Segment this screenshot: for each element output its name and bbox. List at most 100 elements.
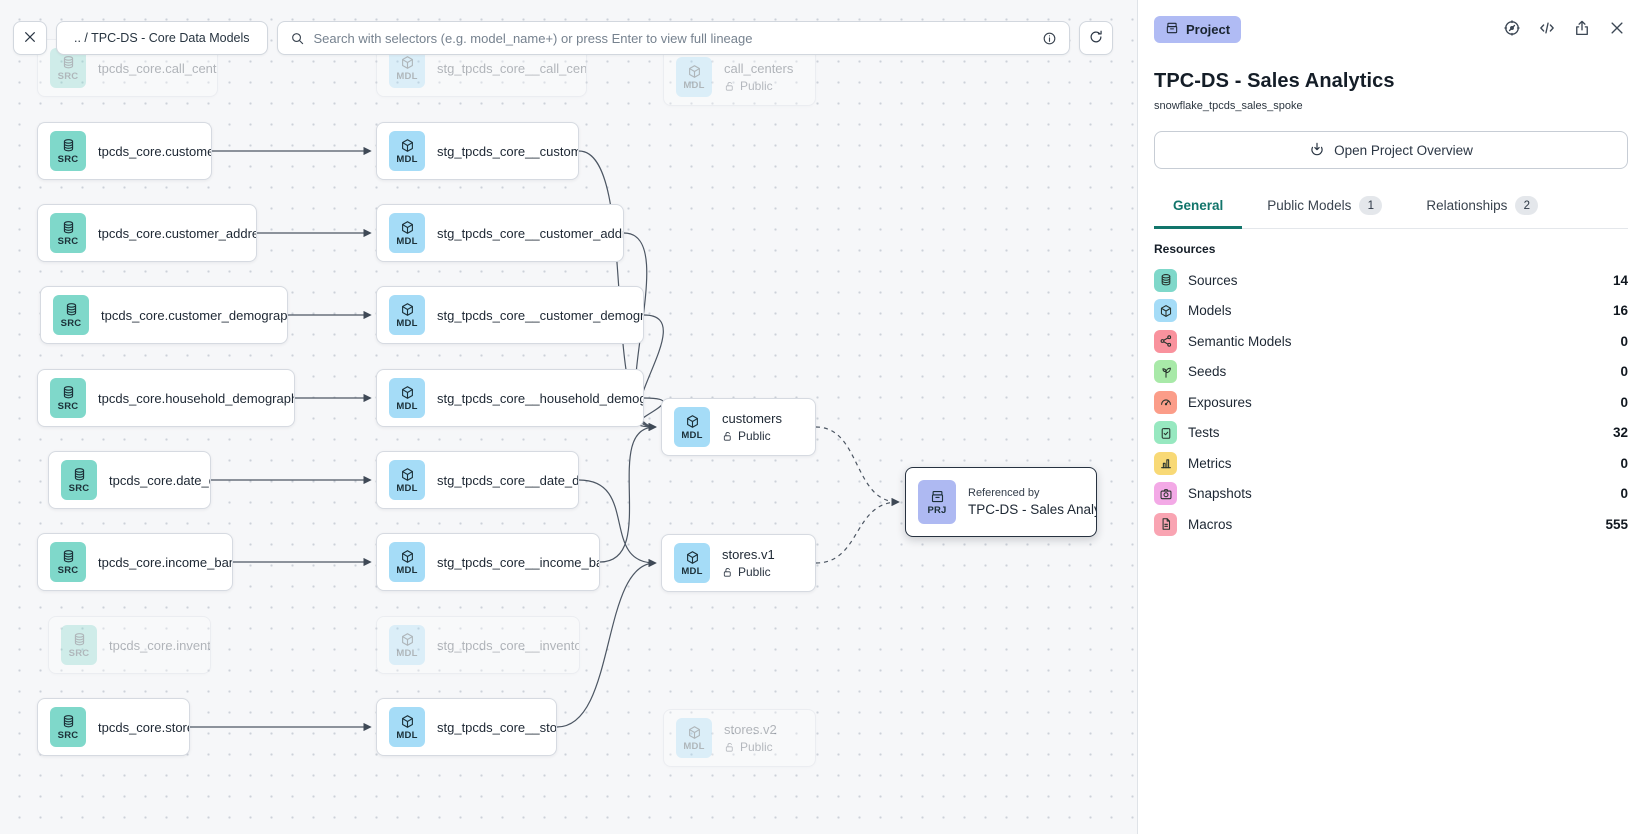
node-text: stg_tpcds_core__income_band xyxy=(437,554,600,570)
resource-label: Macros xyxy=(1188,516,1233,532)
source-icon: SRC xyxy=(61,460,97,500)
tab-public-models[interactable]: Public Models 1 xyxy=(1248,186,1401,229)
source-icon: SRC xyxy=(50,378,86,418)
lineage-node-mdl-inventory[interactable]: MDL stg_tpcds_core__inventory xyxy=(376,616,580,674)
node-label: stg_tpcds_core__date_dim xyxy=(437,472,579,488)
node-label: stg_tpcds_core__household_demogr… xyxy=(437,390,644,406)
lineage-node-mdl-date-dim[interactable]: MDL stg_tpcds_core__date_dim xyxy=(376,451,579,509)
lock-open-icon xyxy=(722,567,733,578)
explore-lineage-button[interactable] xyxy=(1501,18,1523,40)
project-details-panel: Project TPC-DS - Sales Analytics snowfla… xyxy=(1138,0,1648,834)
panel-actions xyxy=(1501,18,1628,40)
node-text: stg_tpcds_core__call_center xyxy=(437,61,586,76)
tab-count-badge: 2 xyxy=(1515,196,1539,215)
node-label: stores.v2 xyxy=(724,722,777,737)
project-type-badge: Project xyxy=(1154,16,1242,43)
search-input[interactable] xyxy=(313,30,1033,46)
referenced-by-label: Referenced by xyxy=(968,487,1040,499)
node-label: tpcds_core.customer xyxy=(98,143,212,159)
open-project-overview-button[interactable]: Open Project Overview xyxy=(1154,131,1628,169)
node-label: stg_tpcds_core__customer_demogra… xyxy=(437,307,644,323)
node-label: tpcds_core.inventory xyxy=(109,637,211,653)
resource-count: 0 xyxy=(1620,486,1628,502)
camera-icon xyxy=(1154,482,1177,506)
project-badge-label: Project xyxy=(1186,22,1231,37)
node-text: tpcds_core.household_demographics xyxy=(98,391,294,406)
tab-general[interactable]: General xyxy=(1154,186,1243,229)
model-icon: MDL xyxy=(389,131,425,171)
node-text: stg_tpcds_core__date_dim xyxy=(437,472,579,488)
bar-chart-icon xyxy=(1154,451,1177,475)
info-icon[interactable] xyxy=(1042,31,1057,46)
close-panel-button[interactable] xyxy=(1606,18,1628,40)
node-text: stg_tpcds_core__customer_address xyxy=(437,226,623,241)
node-text: stg_tpcds_core__inventory xyxy=(437,638,579,653)
node-label: tpcds_core.income_band xyxy=(98,554,233,570)
model-icon: MDL xyxy=(389,625,425,665)
breadcrumb[interactable]: .. / TPC-DS - Core Data Models xyxy=(56,21,268,55)
resource-label: Exposures xyxy=(1188,394,1252,410)
resource-count: 0 xyxy=(1620,455,1628,471)
view-code-button[interactable] xyxy=(1536,18,1558,40)
resource-label: Metrics xyxy=(1188,455,1232,471)
resource-count: 16 xyxy=(1612,303,1628,319)
share-button[interactable] xyxy=(1571,18,1593,40)
source-icon: SRC xyxy=(50,707,86,747)
resource-row-metrics[interactable]: Metrics 0 xyxy=(1154,448,1628,479)
seed-icon xyxy=(1154,360,1177,384)
node-label: stg_tpcds_core__customer xyxy=(437,143,579,159)
close-icon xyxy=(1608,19,1626,40)
file-icon xyxy=(1154,512,1177,536)
public-access-label: Public xyxy=(724,79,793,93)
project-icon: PRJ xyxy=(918,480,956,524)
model-icon: MDL xyxy=(389,378,425,418)
lineage-node-mdl-income-band[interactable]: MDL stg_tpcds_core__income_band xyxy=(376,533,600,591)
lineage-node-mdl-customer[interactable]: MDL stg_tpcds_core__customer xyxy=(376,122,579,180)
node-text: tpcds_core.call_center xyxy=(98,61,217,76)
source-icon: SRC xyxy=(53,295,89,335)
tab-count-badge: 1 xyxy=(1359,196,1383,215)
node-label: stg_tpcds_core__income_band xyxy=(437,554,600,570)
tab-label: Public Models xyxy=(1267,198,1352,213)
refresh-button[interactable] xyxy=(1079,21,1113,55)
resource-label: Semantic Models xyxy=(1188,333,1292,349)
tab-label: General xyxy=(1173,198,1224,213)
lineage-node-mdl-household-demographics[interactable]: MDL stg_tpcds_core__household_demogr… xyxy=(376,369,644,427)
model-icon: MDL xyxy=(676,57,712,97)
model-icon: MDL xyxy=(389,460,425,500)
close-lineage-button[interactable] xyxy=(13,21,47,55)
model-icon: MDL xyxy=(389,542,425,582)
lineage-node-src-household-demographics[interactable]: SRC tpcds_core.household_demographics xyxy=(37,369,295,427)
resource-row-snapshots[interactable]: Snapshots 0 xyxy=(1154,479,1628,510)
resource-label: Snapshots xyxy=(1188,486,1252,502)
clipboard-check-icon xyxy=(1154,421,1177,445)
